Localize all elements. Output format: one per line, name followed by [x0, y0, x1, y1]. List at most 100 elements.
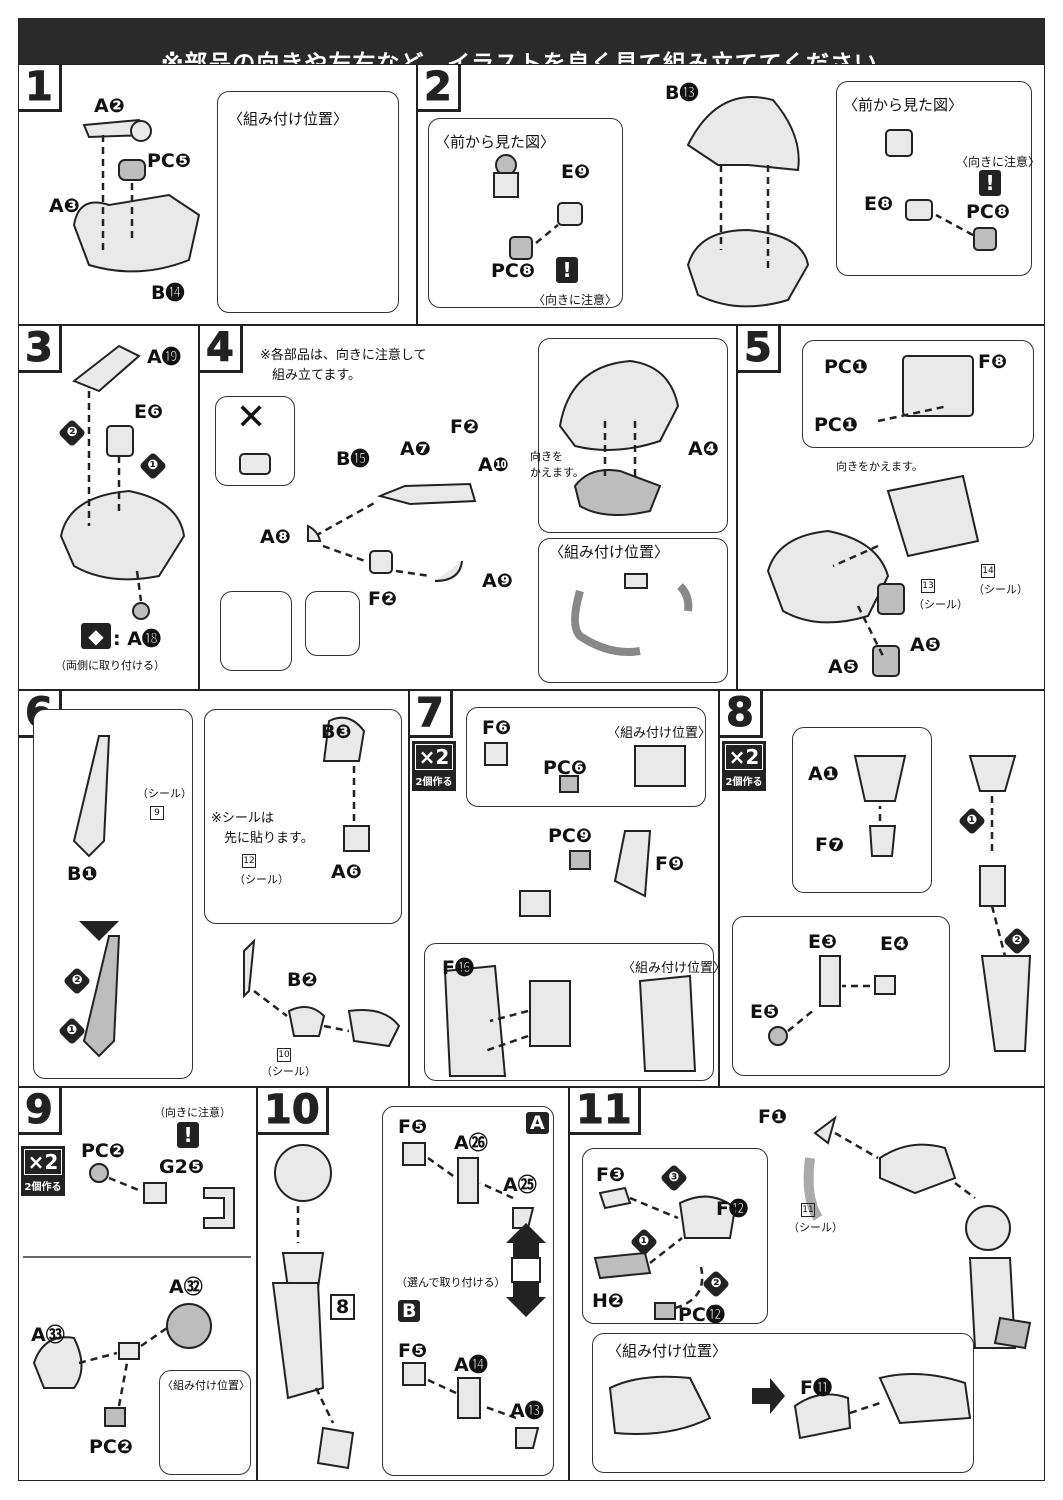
position-box: 〈組み付け位置〉 [538, 538, 728, 683]
step-10-panel: 10 8 A F❺ A㉖ A㉕ （選んで取り付ける） B F❺ A⓮ A⓭ [257, 1087, 569, 1481]
part-label: B❶ [67, 863, 98, 885]
step-number: 7 [410, 691, 453, 738]
caution-icon: ! [979, 170, 1001, 196]
part-label: F❺ [398, 1340, 428, 1362]
part-label: F❽ [978, 351, 1008, 373]
part-label: B⓮ [151, 282, 185, 304]
part-label: E❹ [880, 933, 910, 955]
caution-label: （向きに注意） [154, 1106, 231, 1119]
position-title: 〈組み付け位置〉 [549, 543, 670, 561]
part-label: F⓫ [800, 1377, 832, 1399]
seal-11: 11 [801, 1203, 815, 1217]
order-3-marker: ❸ [659, 1163, 689, 1193]
part-label: E❾ [561, 161, 591, 183]
part-label: PC❺ [147, 150, 191, 172]
step-6-panel: 6 （シール） 9 B❶ ❷ ❶ B❸ ※シールは 先に貼ります。 12 （シー… [18, 690, 409, 1087]
variant-b-badge: B [398, 1300, 421, 1322]
step-number: 10 [258, 1088, 329, 1135]
front-view-title: 〈前から見た図〉 [435, 133, 556, 151]
part-label: F❷ [368, 588, 398, 610]
part-label: F⓰ [442, 957, 474, 979]
position-box: 〈組み付け位置〉 [159, 1370, 251, 1475]
part-label: A❺ [910, 634, 941, 656]
step10-parts-illustration [271, 1142, 546, 1470]
order-2-marker: ❷ [1002, 926, 1032, 956]
step8-parts-illustration [768, 755, 1032, 1052]
both-sides-note: （両側に取り付ける） [55, 659, 165, 672]
change-direction-note: 向きをかえます。 [836, 460, 923, 473]
caution-icon: ! [177, 1122, 199, 1148]
front-view-box-left: 〈前から見た図〉 [428, 118, 623, 308]
seal-label: （シール） [913, 598, 968, 611]
step-number: 8 [720, 691, 763, 738]
ref-step-8: 8 [330, 1294, 356, 1320]
caution-label: 〈向きに注意〉 [956, 155, 1041, 169]
a1-subassembly-box [792, 727, 932, 893]
step-number: 11 [570, 1088, 641, 1135]
seal-label: （シール） [261, 1065, 316, 1078]
choose-note: （選んで取り付ける） [396, 1276, 506, 1289]
variant-a-badge: A [526, 1112, 549, 1134]
change-direction-note: 向きを かえます。 [530, 450, 584, 479]
step11-parts-illustration [593, 1115, 1032, 1440]
part-label: A❶ [808, 763, 839, 785]
seal-note: 先に貼ります。 [224, 831, 314, 846]
detail-box-curve [220, 591, 292, 671]
seal-label: （シール） [234, 873, 289, 886]
step-number: 5 [738, 326, 781, 373]
part-label: E❺ [750, 1001, 780, 1023]
part-label: A㉜ [169, 1276, 203, 1298]
caution-label: 〈向きに注意〉 [533, 293, 618, 307]
part-label: F❾ [655, 853, 685, 875]
position-title: 〈組み付け位置〉 [607, 726, 712, 741]
step6-parts-illustration [72, 716, 401, 1058]
part-label: PC❷ [89, 1436, 133, 1458]
part-label: A❽ [260, 526, 291, 548]
step-3-panel: 3 A⓳ E❻ ❷ ❶ ◆ : A⓲ （両側に取り付ける） [18, 325, 199, 690]
position-title: 〈組み付け位置〉 [607, 1342, 728, 1360]
part-label: A⓳ [147, 346, 181, 368]
part-label: PC❶ [824, 356, 868, 378]
step-number: 3 [19, 326, 62, 373]
part-label: G2❺ [159, 1156, 204, 1178]
part-label: A❿ [478, 454, 509, 476]
part-label: PC❽ [966, 201, 1010, 223]
order-1-marker: ❶ [957, 806, 987, 836]
part-label: PC❾ [548, 825, 592, 847]
order-2-marker: ❷ [62, 966, 92, 996]
part-label: B❷ [287, 969, 318, 991]
seal-note: ※シールは [211, 811, 274, 826]
part-label: PC❻ [543, 757, 587, 779]
detail-box-clip [305, 591, 360, 656]
step7-parts-illustration [443, 742, 697, 1077]
part-label: E❻ [134, 401, 164, 423]
part-label: A❹ [688, 438, 719, 460]
order-1-marker: ❶ [629, 1227, 659, 1257]
step-4-panel: 4 ※各部品は、向きに注意して 組み立てます。 ✕ 〈組み付け位置〉 B⓯ A❼… [199, 325, 737, 690]
order-2-marker: ❷ [701, 1269, 731, 1299]
part-label: PC❶ [814, 414, 858, 436]
step5-parts-illustration [766, 355, 980, 677]
position-title: 〈組み付け位置〉 [162, 1379, 250, 1392]
step-2-panel: 2 〈前から見た図〉 〈前から見た図〉 B⓭ E❾ PC❽ ! 〈向きに注意〉 … [417, 64, 1045, 325]
part-label: F❶ [758, 1106, 788, 1128]
part-label: F❼ [815, 834, 845, 856]
part-label: A㉖ [454, 1132, 488, 1154]
position-title: 〈組み付け位置〉 [228, 110, 349, 128]
part-label: A⓮ [454, 1354, 488, 1376]
seal-label: （シール） [788, 1221, 843, 1234]
part-label: A⓭ [510, 1400, 544, 1422]
wrong-x-icon: ✕ [236, 397, 267, 438]
step-number: 2 [418, 65, 461, 112]
part-label: F❷ [450, 416, 480, 438]
order-1-marker: ❶ [138, 451, 168, 481]
step-11-panel: 11 〈組み付け位置〉 F❶ 11 （シール） F❸ ❸ F⓬ ❶ ❷ H❷ P… [569, 1087, 1045, 1481]
step4-parts-illustration [239, 359, 693, 656]
seal-9: 9 [147, 803, 164, 820]
seal-12: 12 [242, 854, 256, 868]
seal-10: 10 [277, 1048, 291, 1062]
